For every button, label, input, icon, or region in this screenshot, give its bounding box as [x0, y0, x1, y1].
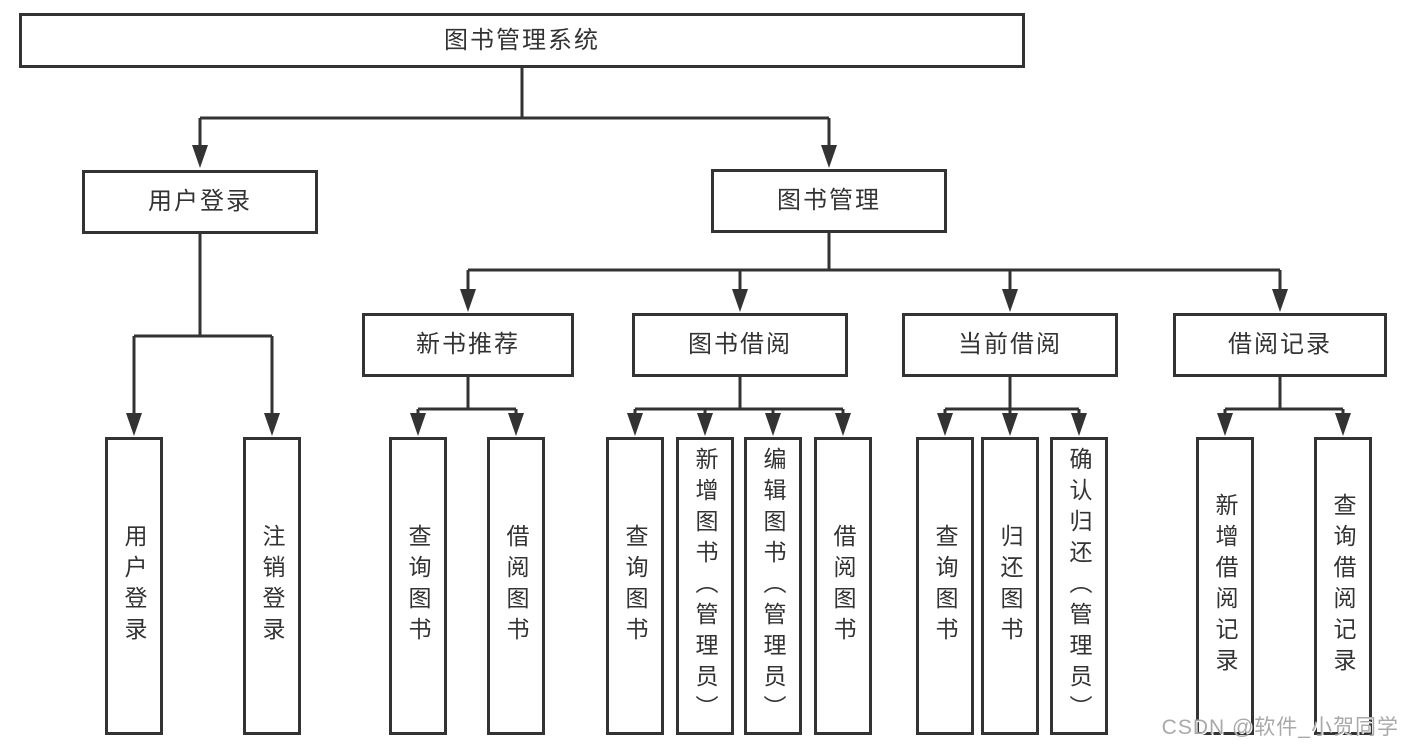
node-borrowing-records: 借阅记录 — [1173, 313, 1387, 377]
leaf-query-books-current: 查询图书 — [916, 437, 974, 735]
node-user-login: 用户登录 — [82, 170, 318, 234]
csdn-watermark: CSDN @软件_小贺同学 — [1161, 716, 1399, 739]
arrow-icon — [697, 413, 713, 436]
arrow-icon — [1217, 413, 1233, 436]
node-book-management: 图书管理 — [711, 169, 947, 233]
arrow-icon — [1272, 289, 1288, 312]
node-book-borrowing: 图书借阅 — [632, 313, 848, 377]
leaf-query-books-borrowing: 查询图书 — [606, 437, 664, 735]
arrow-icon — [192, 145, 208, 168]
arrow-icon — [821, 145, 837, 168]
arrow-icon — [732, 289, 748, 312]
arrow-icon — [1071, 413, 1087, 436]
arrow-icon — [1335, 413, 1351, 436]
leaf-borrow-books-recommend: 借阅图书 — [487, 437, 545, 735]
arrow-icon — [937, 413, 953, 436]
leaf-add-borrow-record: 新增借阅记录 — [1196, 437, 1254, 735]
arrow-icon — [264, 413, 280, 436]
leaf-edit-books-admin: 编辑图书（管理员） — [744, 437, 802, 735]
arrow-icon — [627, 413, 643, 436]
leaf-logout: 注销登录 — [243, 437, 301, 735]
leaf-add-books-admin: 新增图书（管理员） — [676, 437, 734, 735]
node-new-book-recommendation: 新书推荐 — [362, 313, 574, 377]
leaf-query-books-recommend: 查询图书 — [389, 437, 447, 735]
leaf-query-borrow-record: 查询借阅记录 — [1314, 437, 1372, 735]
leaf-borrow-books: 借阅图书 — [814, 437, 872, 735]
arrow-icon — [1002, 289, 1018, 312]
arrow-icon — [460, 289, 476, 312]
node-library-management-system: 图书管理系统 — [19, 13, 1025, 68]
arrow-icon — [765, 413, 781, 436]
node-current-borrowing: 当前借阅 — [902, 313, 1118, 377]
leaf-user-login: 用户登录 — [105, 437, 163, 735]
arrow-icon — [1002, 413, 1018, 436]
arrow-icon — [126, 413, 142, 436]
arrow-icon — [508, 413, 524, 436]
leaf-confirm-return-admin: 确认归还（管理员） — [1050, 437, 1108, 735]
arrow-icon — [835, 413, 851, 436]
leaf-return-books: 归还图书 — [981, 437, 1039, 735]
arrow-icon — [410, 413, 426, 436]
